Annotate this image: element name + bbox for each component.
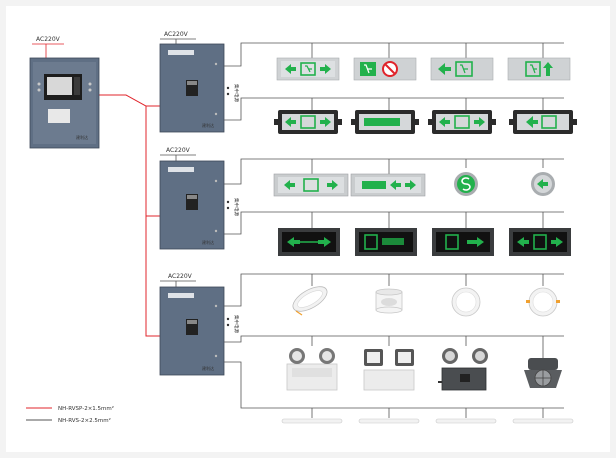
exit-box-left-icon (509, 110, 577, 134)
downlight-tilted-icon (292, 286, 328, 316)
box2-power-label: AC220V (166, 147, 191, 154)
exit-box-double-arrow-icon (274, 110, 342, 134)
box2-brand: 建利达 (202, 239, 214, 245)
explosion-proof-lamp-icon (524, 358, 562, 388)
box3-power-label: AC220V (168, 273, 193, 280)
box1-brand: 建利达 (202, 122, 214, 128)
cylinder-downlight-icon (375, 288, 403, 314)
legend-signal-label: NH-RVS-2×2.5mm² (58, 417, 111, 424)
twin-spot-emergency-light-icon (286, 348, 338, 391)
no-exit-sign-icon (353, 57, 417, 81)
distribution-box-3: AC220V 建利达 集中电源 (159, 273, 240, 376)
linear-tube-light-icon (281, 418, 343, 424)
box3-brand: 建利达 (202, 365, 214, 371)
branch-wiring (224, 42, 564, 418)
round-indicator-left-icon (531, 172, 555, 196)
floor-exit-box-right-icon (432, 228, 494, 256)
hanging-exit-sign-icon (350, 173, 426, 197)
floor-exit-box-text-icon (355, 228, 417, 256)
box1-power-label: AC220V (164, 31, 189, 38)
distribution-box-1: AC220V 建利达 集中电源 (159, 31, 240, 133)
round-indicator-s-icon (454, 172, 478, 196)
linear-tube-light-icon (358, 418, 420, 424)
linear-tube-light-icon (435, 418, 497, 424)
floor-exit-box-double-arrow-icon (278, 228, 340, 256)
box1-side-text: 集中电源 (233, 84, 240, 102)
legend-power-label: NH-RVSP-2×1.5mm² (58, 405, 114, 412)
twin-square-emergency-light-icon (363, 349, 415, 391)
box2-side-text: 集中电源 (233, 198, 240, 216)
round-downlight-orange-icon (526, 287, 560, 317)
power-bus-lines (99, 94, 160, 337)
controller-brand: 建利达 (76, 134, 88, 140)
exit-box-double-arrow-icon (428, 110, 496, 134)
exit-sign-up-icon (507, 57, 571, 81)
exit-sign-left-icon (430, 57, 494, 81)
legend: NH-RVSP-2×1.5mm² NH-RVS-2×2.5mm² (26, 405, 114, 424)
exit-box-text-icon (351, 110, 419, 134)
box3-side-text: 集中电源 (233, 315, 240, 333)
system-diagram: AC220V 建利达 AC220V 建利达 集中电源 AC220V (6, 6, 610, 452)
round-downlight-icon (451, 287, 481, 317)
controller-printer (48, 109, 70, 123)
floor-exit-box-double-arrow-icon (509, 228, 571, 256)
linear-tube-light-icon (512, 418, 574, 424)
twin-spot-explosion-proof-icon (438, 348, 488, 391)
main-controller-cabinet: AC220V 建利达 (29, 36, 100, 149)
distribution-box-2: AC220V 建利达 集中电源 (159, 147, 240, 250)
controller-power-label: AC220V (36, 36, 61, 43)
exit-sign-double-arrow-icon (276, 57, 340, 81)
hanging-exit-sign-icon (273, 173, 349, 197)
